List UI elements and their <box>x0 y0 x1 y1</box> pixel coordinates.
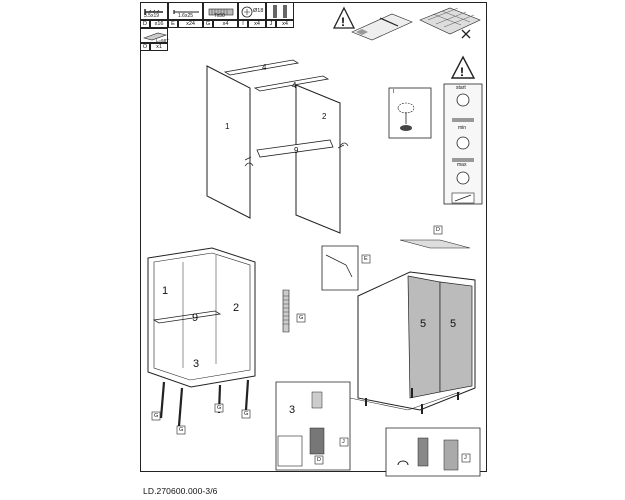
cam-lock-icon: Ø18 <box>238 2 266 20</box>
adjust-start-label: start <box>456 85 466 91</box>
panel-number-3b: 3 <box>289 404 296 416</box>
callout-d2: D <box>317 457 321 463</box>
panel-number-4b: 4 <box>292 81 297 90</box>
panel-number-1: 1 <box>225 122 230 131</box>
document-id: LD.270600.000-3/6 <box>143 486 218 496</box>
step-carcass-assembled <box>147 247 256 435</box>
step-leg-detail-b <box>385 427 481 477</box>
callout-g3: G <box>217 405 222 411</box>
callout-g4: G <box>244 411 249 417</box>
leg-icon <box>266 2 294 20</box>
panel-number-9b: 9 <box>192 312 199 324</box>
screw-icon <box>140 2 168 20</box>
svg-text:!: ! <box>341 15 345 29</box>
callout-i: I <box>393 89 395 95</box>
rail-icon: L=687 <box>140 28 169 43</box>
step-back-panel <box>321 225 476 414</box>
parts-table: Ø18 D x16 E x24 G x4 I x4 J x4 3.5x19 1.… <box>140 2 306 52</box>
step-cam-adjust-panel: ! <box>443 55 483 205</box>
panel-number-3: 3 <box>193 358 200 370</box>
adjust-min-label: min <box>458 125 467 131</box>
callout-e: E <box>364 256 368 262</box>
callout-g1: G <box>154 413 159 419</box>
panel-number-4: 4 <box>262 63 267 72</box>
callout-g5: G <box>299 315 304 321</box>
step-carcass-exploded <box>206 59 349 234</box>
panel-number-5b: 5 <box>450 318 457 330</box>
step-bolt-detail <box>282 289 306 333</box>
page-frame <box>140 2 487 472</box>
callout-d1: D <box>436 227 440 233</box>
nail-icon <box>168 2 203 20</box>
panel-number-9: 9 <box>294 146 299 155</box>
panel-number-2b: 2 <box>233 302 240 314</box>
step-cam-lock-detail <box>388 87 432 139</box>
bolt-icon <box>203 2 238 20</box>
step-leg-detail-a <box>275 381 351 471</box>
panel-number-1b: 1 <box>162 285 169 297</box>
warning-icon: ! <box>332 6 356 29</box>
no-hard-floor-icon <box>419 7 481 39</box>
callout-g2: G <box>179 427 184 433</box>
callout-j2: J <box>464 455 467 461</box>
protect-floor-icon <box>351 13 413 41</box>
svg-text:!: ! <box>460 65 464 79</box>
adjust-max-label: max <box>457 162 467 168</box>
panel-number-2: 2 <box>322 112 327 121</box>
panel-number-5a: 5 <box>420 318 427 330</box>
callout-j1: J <box>342 439 345 445</box>
